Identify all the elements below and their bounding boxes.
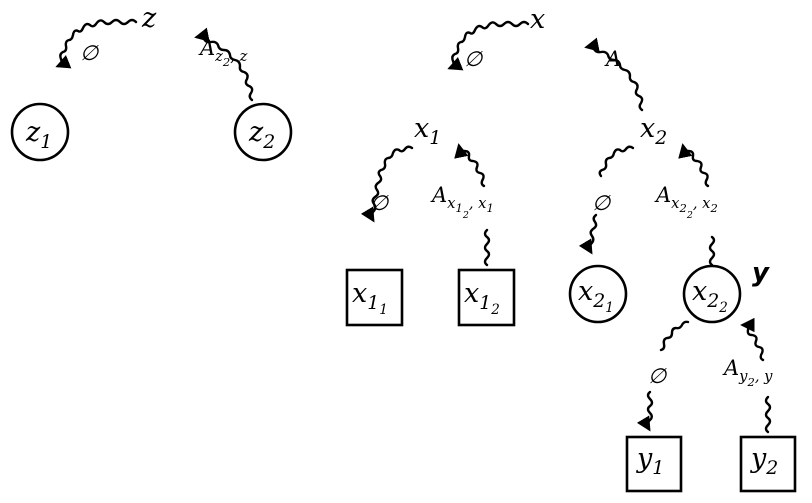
edge-x2-to-x21 [598, 145, 635, 178]
node-x22: x22 [682, 264, 742, 324]
edge-x22-to-x2-upper [678, 143, 710, 188]
edge-x22-to-y1-upper [659, 320, 690, 352]
node-x12: x12 [457, 268, 516, 327]
node-z: z [141, 3, 157, 34]
edge-x22-to-x2 [708, 235, 716, 267]
node-x11-box [345, 268, 404, 327]
node-z2-label: z2 [248, 117, 275, 153]
node-x11-label: x11 [352, 278, 388, 318]
node-y1: y1 [625, 435, 683, 493]
node-z1-label: z1 [25, 117, 52, 153]
node-x21-label: x21 [578, 276, 614, 316]
edge-x12-to-x1 [483, 228, 491, 267]
edge-label-x2-x21: ∅ [592, 191, 612, 215]
node-z1: z1 [10, 102, 70, 162]
edge-x22-to-y1 [636, 390, 654, 432]
node-x2: x2 [640, 113, 667, 149]
edge-x1-to-x11 [360, 145, 414, 223]
edge-label-x-x1: ∅ [464, 47, 484, 71]
edge-label-z-z1: ∅ [80, 41, 100, 65]
node-x: x [530, 4, 545, 35]
node-x12-label: x12 [464, 278, 500, 318]
edge-label-z2-z: Az2, z [198, 36, 248, 69]
node-x1: x1 [414, 113, 441, 149]
edge-label-x22-x2: Ax22, x2 [654, 183, 718, 221]
nodes: z z1 z2 x x1 x2 x11 x12 x21 [10, 3, 797, 493]
edge-label-x1-x11: ∅ [370, 191, 390, 215]
node-x12-box [457, 268, 516, 327]
node-y2-label: y2 [750, 443, 778, 479]
edge-label-x12-x1: Ax12, x1 [430, 183, 494, 221]
edge-z2-to-z [194, 27, 254, 102]
edge-y2-to-x22-upper [740, 317, 765, 362]
node-z2: z2 [233, 102, 293, 162]
node-x22-label: x22 [692, 276, 728, 316]
node-x21-circle [568, 264, 628, 324]
edges [55, 18, 772, 434]
edge-y2-to-x22 [764, 395, 772, 434]
edge-label-x2-x: A [604, 47, 621, 71]
node-x21: x21 [568, 264, 628, 324]
node-x11: x11 [345, 268, 404, 327]
node-y1-box [625, 435, 683, 493]
edge-x-to-x1 [447, 20, 530, 71]
node-z1-circle [10, 102, 70, 162]
node-y2-box [739, 435, 797, 493]
edge-z-to-z1 [55, 18, 138, 69]
edge-label-y2-x22: Ay2, y [722, 356, 773, 389]
edge-x2-to-x21-lower [578, 213, 598, 255]
node-x22-tag: y [752, 258, 770, 288]
node-y2: y2 [739, 435, 797, 493]
edge-labels: ∅ Az2, z ∅ A ∅ Ax12, x1 ∅ Ax22, x2 ∅ Ay2… [80, 36, 773, 389]
edge-x12-to-x1-upper [454, 143, 486, 188]
edge-label-x22-y1: ∅ [648, 364, 668, 388]
node-z2-circle [233, 102, 293, 162]
node-x22-circle [682, 264, 742, 324]
edge-x2-to-x [584, 37, 644, 112]
node-y1-label: y1 [636, 443, 664, 479]
